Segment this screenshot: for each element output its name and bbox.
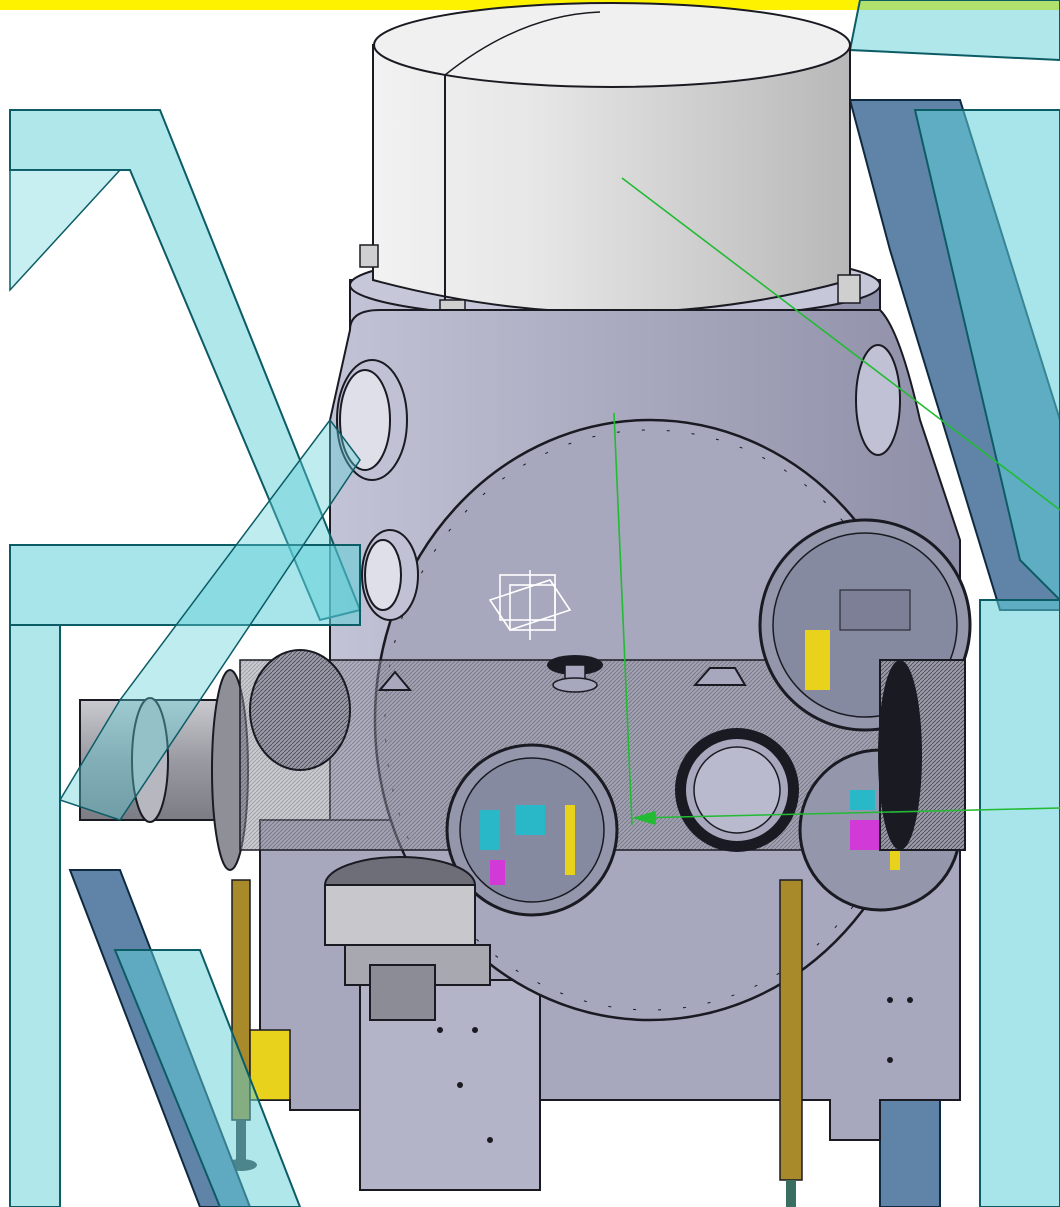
side-port-upper-left[interactable] <box>336 359 408 481</box>
center-flange-port[interactable] <box>675 728 799 852</box>
viewport-window-left[interactable] <box>445 743 619 917</box>
guide-lines <box>613 177 1060 826</box>
axis-compass-icon[interactable] <box>488 570 572 640</box>
bellows-right[interactable] <box>878 659 966 851</box>
support-leg-right[interactable] <box>779 879 803 1207</box>
pump-unit[interactable] <box>324 856 491 1021</box>
small-mount-feedthrough[interactable] <box>377 655 747 693</box>
side-port-right[interactable] <box>855 344 901 456</box>
right-support-frame[interactable] <box>848 0 1060 1207</box>
side-port-lower-left[interactable] <box>361 529 419 621</box>
left-support-frame[interactable] <box>9 109 362 1207</box>
